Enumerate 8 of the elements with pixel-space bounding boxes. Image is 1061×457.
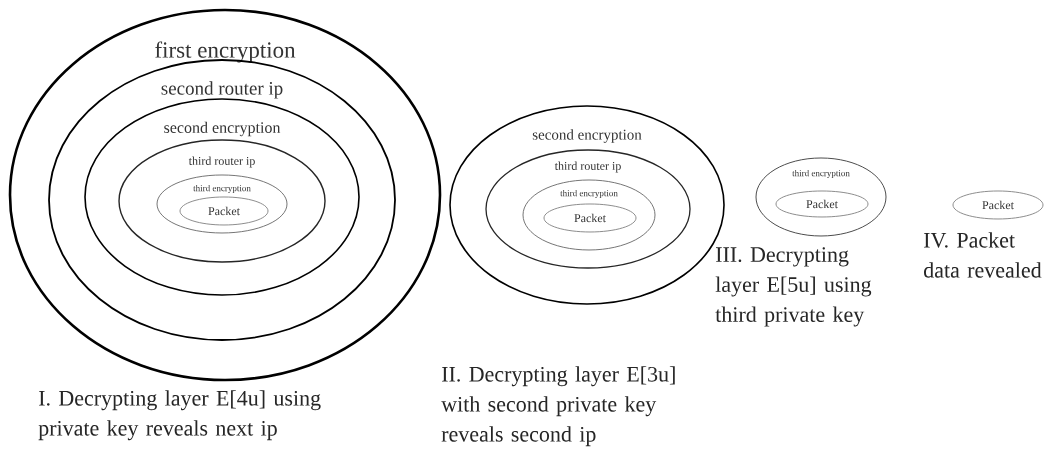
node-label: IV. Packet data revealed bbox=[924, 232, 1042, 278]
node-label: I. Decrypting layer E[4u] using private key reveals next ip bbox=[38, 390, 321, 441]
ellipse-layer: Packet bbox=[952, 190, 1044, 220]
ellipse-layer: Packet bbox=[775, 190, 869, 218]
node-label: II. Decrypting layer E[3u] with second private key reveals second ip bbox=[441, 366, 675, 447]
ellipse-layer: Packet bbox=[543, 203, 637, 233]
node-label: III. Decrypting layer E[5u] using third private key bbox=[715, 247, 872, 327]
ellipse-layer: Packet bbox=[179, 196, 269, 226]
